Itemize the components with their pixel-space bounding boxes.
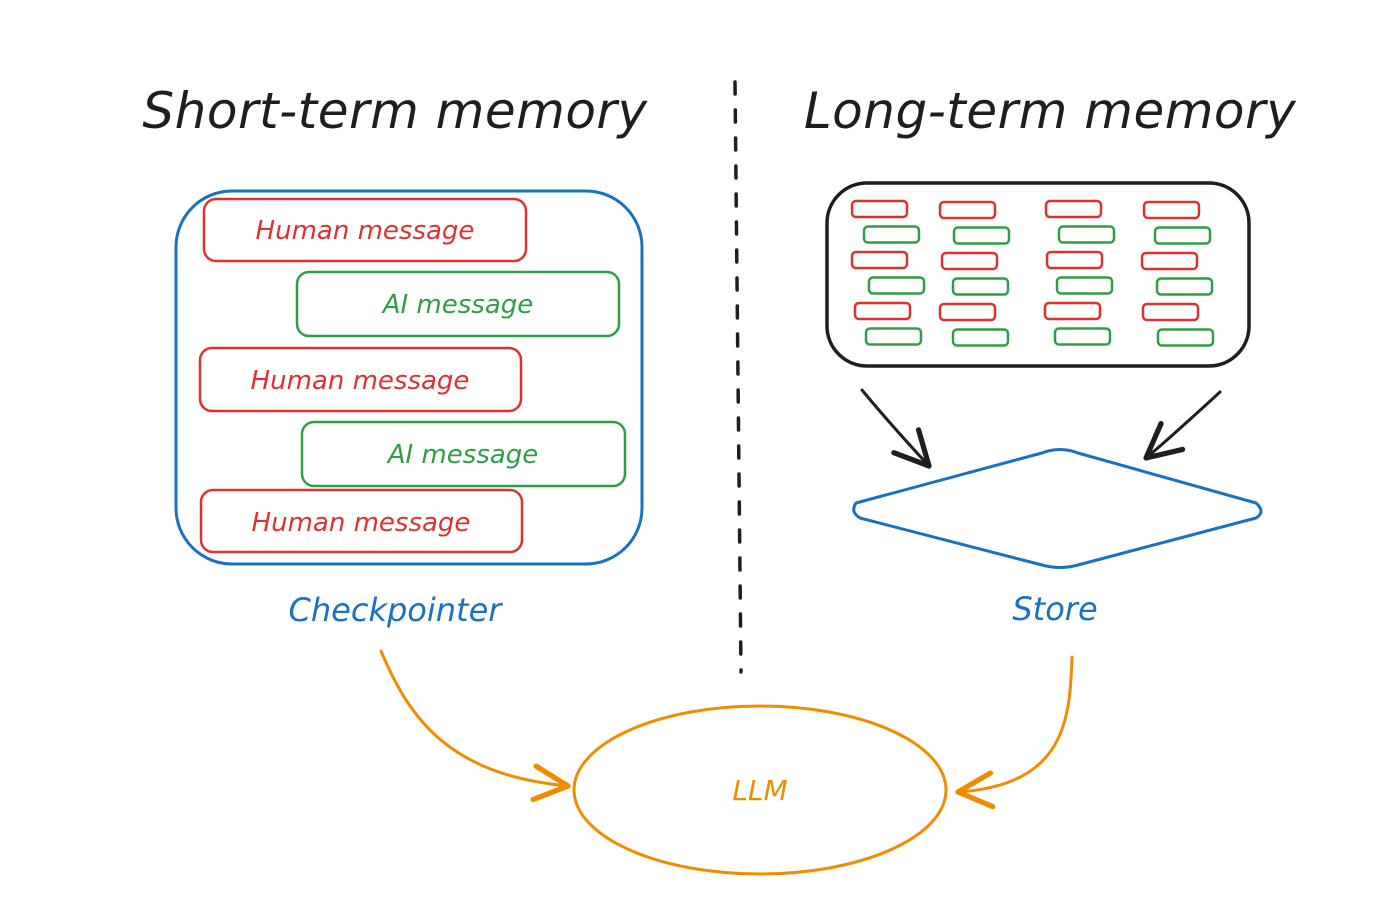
stored-ai-message [1153, 226, 1212, 245]
stored-ai-message [1156, 328, 1215, 347]
stored-ai-message [1053, 327, 1112, 346]
long-term-title: Long-term memory [804, 82, 1297, 140]
message-ai-1-label: AI message [381, 290, 534, 320]
stored-human-message [938, 302, 997, 322]
message-human-1: Human message [202, 197, 528, 263]
stored-ai-message [1155, 277, 1214, 296]
stored-human-message [940, 251, 999, 271]
checkpointer-container [174, 189, 644, 566]
stored-ai-message [864, 327, 923, 346]
llm-label: LLM [732, 774, 787, 807]
stored-ai-message [867, 276, 926, 295]
arrow-left-into-store [860, 388, 932, 469]
stored-human-message [1140, 251, 1199, 271]
message-ai-2: AI message [300, 420, 627, 488]
message-human-2-label: Human message [251, 366, 470, 396]
message-ai-1: AI message [295, 270, 621, 338]
stored-human-message [1043, 301, 1102, 321]
message-human-3-label: Human message [252, 508, 471, 538]
arrow-store-to-llm [955, 655, 1074, 810]
stored-ai-message [952, 226, 1011, 245]
divider-line [733, 80, 743, 674]
store-diamond [852, 448, 1263, 569]
stored-human-message [1142, 200, 1201, 220]
stored-human-message [1045, 250, 1104, 270]
stored-ai-message [951, 277, 1010, 296]
arrow-right-into-store [1143, 390, 1222, 461]
stored-messages-grid [850, 199, 1215, 347]
store-label: Store [1012, 590, 1097, 628]
stored-ai-message [1055, 276, 1114, 295]
stored-human-message [850, 250, 909, 270]
stored-human-message [853, 301, 912, 321]
message-human-2: Human message [198, 346, 523, 413]
stored-ai-message [1057, 225, 1116, 244]
stored-human-message [1044, 199, 1103, 219]
arrow-checkpointer-to-llm [379, 649, 571, 803]
short-term-title: Short-term memory [142, 82, 648, 140]
checkpointer-label: Checkpointer [289, 591, 504, 629]
stored-ai-message [951, 328, 1010, 347]
llm-node [572, 704, 948, 876]
message-human-3: Human message [199, 488, 524, 554]
stored-human-message [1141, 302, 1200, 322]
long-term-database-box [825, 181, 1251, 368]
stored-ai-message [862, 225, 921, 244]
stored-human-message [938, 200, 997, 220]
message-ai-2-label: AI message [386, 440, 539, 470]
message-human-1-label: Human message [256, 216, 475, 246]
stored-human-message [850, 199, 909, 219]
